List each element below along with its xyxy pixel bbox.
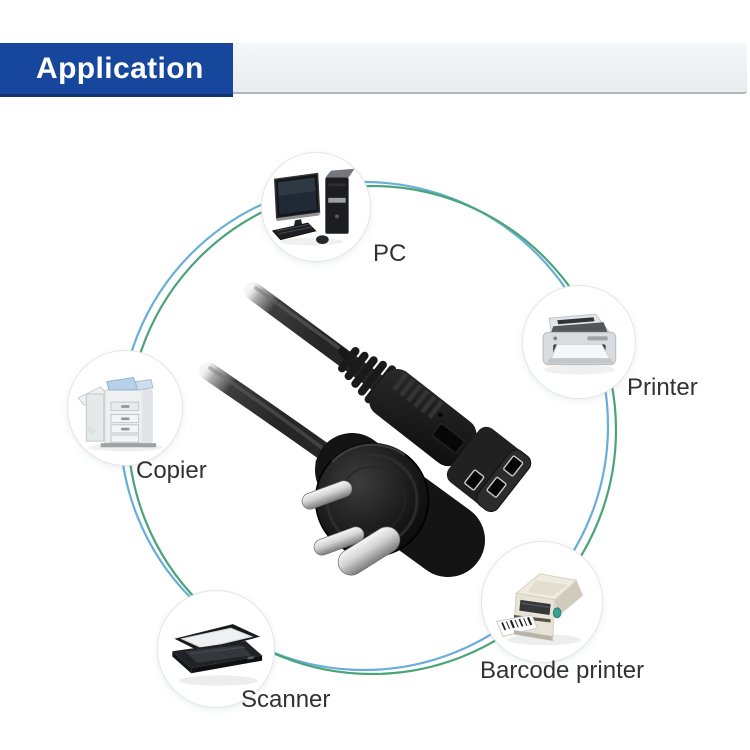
c13-socket-holes: [464, 455, 524, 498]
copier-icon: [76, 376, 162, 452]
device-circle-copier: [67, 350, 183, 466]
printer-icon: [542, 313, 616, 375]
device-circle-barcode-printer: [481, 541, 603, 663]
sa-plug: [301, 433, 485, 577]
device-circle-pc: [261, 152, 371, 262]
device-label-printer: Printer: [627, 374, 698, 401]
header-title-box: Application: [0, 43, 233, 97]
plug-pins: [301, 480, 401, 576]
device-label-pc: PC: [373, 240, 407, 267]
barcode-printer-icon: [495, 573, 584, 646]
device-circle-printer: [522, 285, 636, 399]
pc-icon: [272, 169, 355, 246]
device-circle-scanner: [157, 590, 275, 708]
scanner-icon: [172, 623, 262, 686]
device-label-scanner: Scanner: [241, 686, 331, 713]
c13-connector: [369, 369, 532, 513]
c13-cable: [244, 282, 396, 404]
device-label-barcode-printer: Barcode printer: [480, 657, 645, 684]
page-title: Application: [36, 51, 204, 85]
device-label-copier: Copier: [136, 457, 207, 484]
